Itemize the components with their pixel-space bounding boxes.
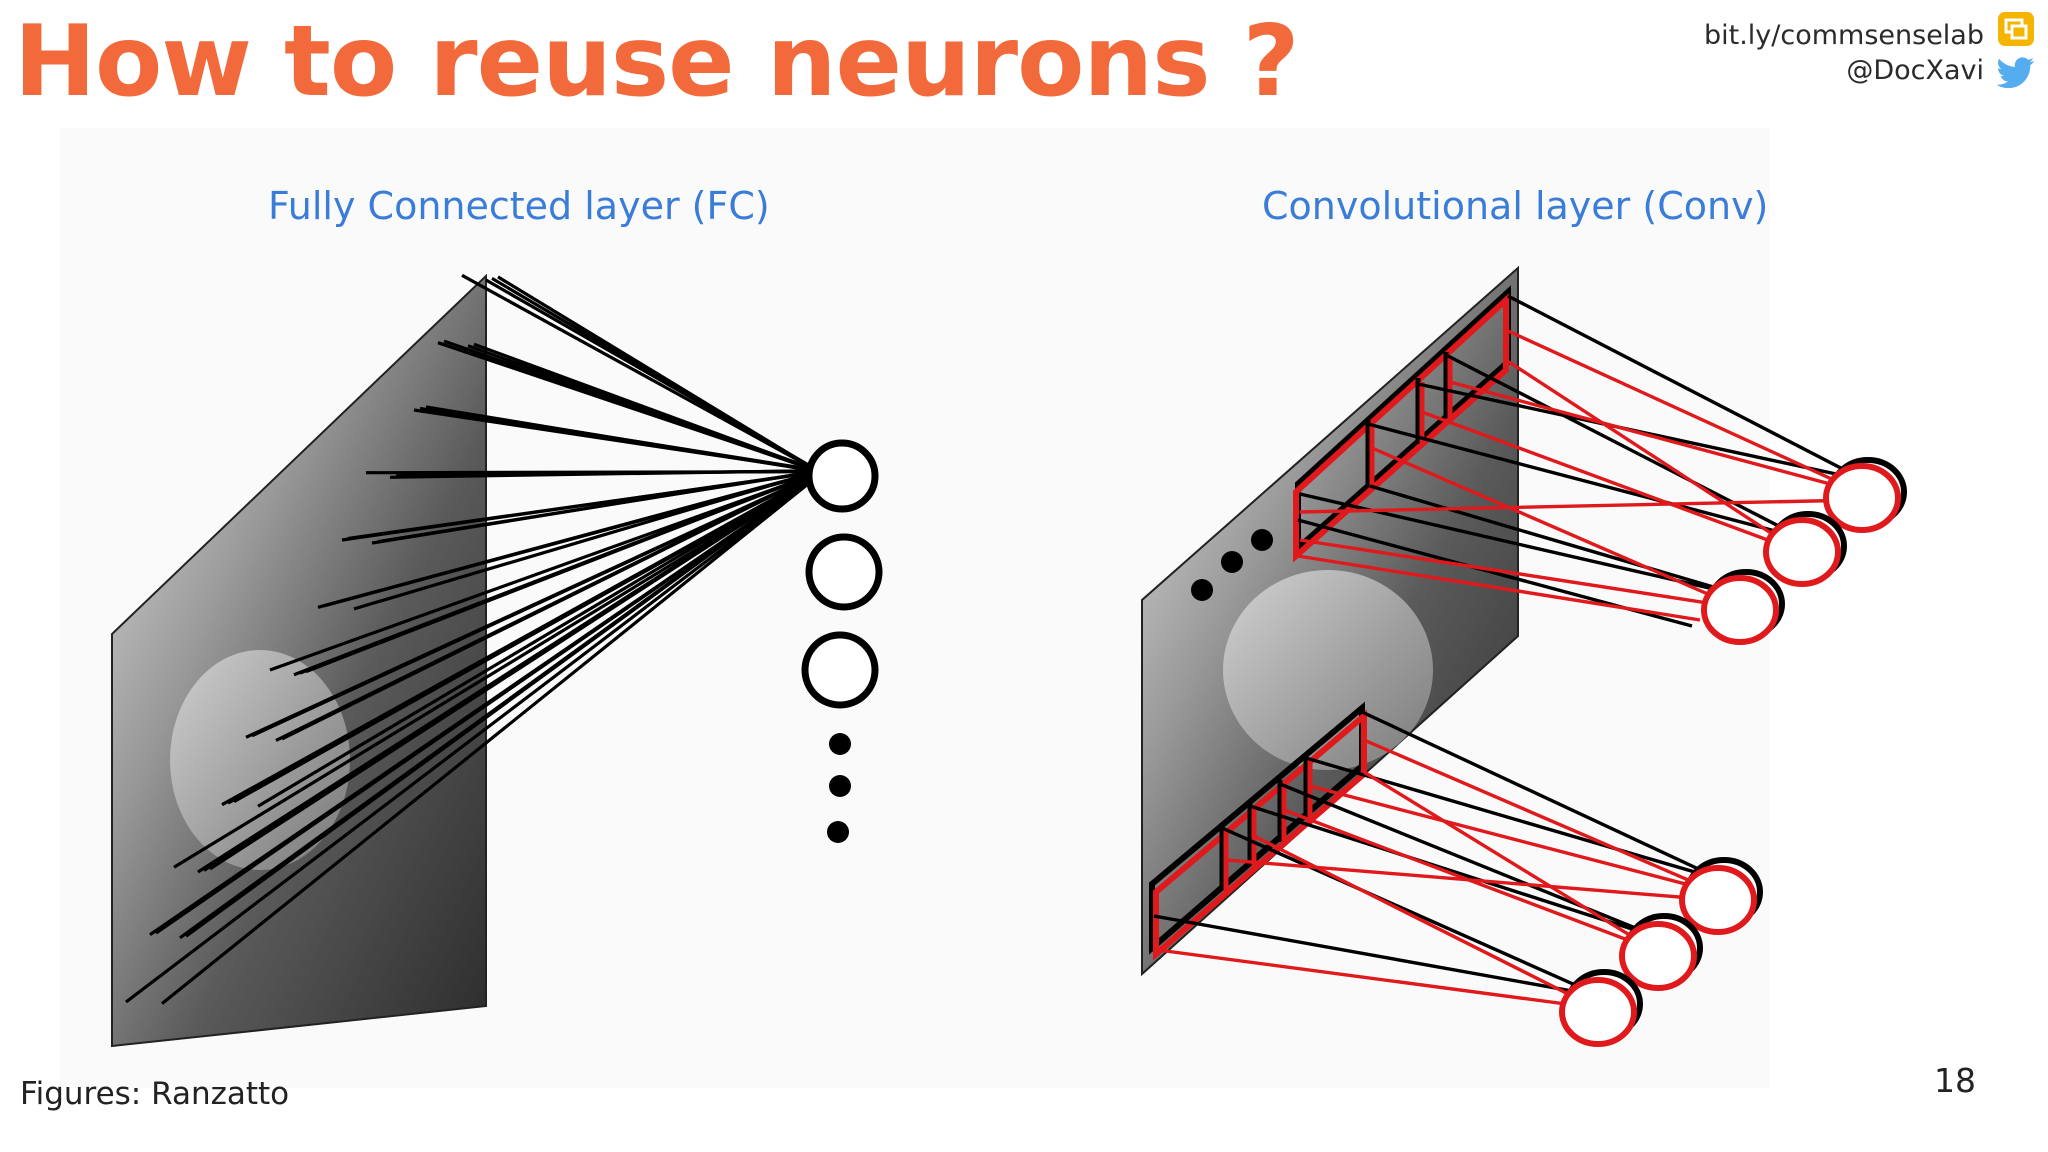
fc-ellipsis-dot-2 bbox=[829, 775, 851, 797]
slide-title: How to reuse neurons ? bbox=[14, 5, 1299, 119]
fc-connection-line bbox=[257, 475, 813, 808]
conv-ellipsis-dot-1 bbox=[1191, 579, 1213, 601]
fc-connection-line bbox=[329, 472, 813, 606]
credit-icons bbox=[1996, 10, 2040, 98]
fc-connections bbox=[125, 273, 814, 1005]
fc-connection-line bbox=[443, 339, 813, 471]
fc-image-face bbox=[170, 650, 350, 870]
fc-neuron-2 bbox=[805, 533, 883, 611]
fc-layer-label: Fully Connected layer (FC) bbox=[268, 184, 770, 228]
fc-connection-line bbox=[365, 470, 813, 475]
fc-figure bbox=[111, 273, 883, 1048]
fc-connection-line bbox=[160, 479, 814, 1005]
fc-connection-line bbox=[305, 473, 813, 674]
fc-connection-line bbox=[251, 475, 813, 738]
conv-lower-neurons bbox=[1559, 857, 1763, 1047]
fc-neuron-3 bbox=[801, 631, 879, 709]
fc-connection-line bbox=[347, 471, 813, 540]
fc-connection-line bbox=[125, 479, 813, 1004]
page-number: 18 bbox=[1934, 1061, 1976, 1100]
fc-connection-line bbox=[185, 478, 813, 938]
conv-upper-neurons bbox=[1701, 457, 1907, 645]
fc-ellipsis-dot-1 bbox=[829, 733, 851, 755]
figure-credit: Figures: Ranzatto bbox=[20, 1076, 290, 1112]
conv-ellipsis-dot-3 bbox=[1251, 529, 1273, 551]
fc-connection-line bbox=[473, 342, 813, 471]
fc-connection-line bbox=[173, 477, 813, 869]
conv-lower-filters bbox=[1149, 701, 1723, 1010]
conv-layer-label: Convolutional layer (Conv) bbox=[1262, 184, 1769, 228]
fc-connection-line bbox=[497, 275, 813, 469]
fc-ellipsis-dot-3 bbox=[827, 821, 849, 843]
twitter-icon[interactable] bbox=[1996, 56, 2036, 90]
fc-connection-line bbox=[461, 273, 813, 470]
fc-connection-line bbox=[209, 477, 813, 871]
fc-connection-line bbox=[281, 474, 813, 741]
handle-text[interactable]: @DocXavi bbox=[1846, 55, 1984, 86]
fc-connection-line bbox=[233, 476, 813, 803]
fc-connection-line bbox=[155, 479, 813, 935]
fc-connection-line bbox=[425, 405, 813, 472]
fc-connection-line bbox=[269, 473, 813, 672]
fc-neuron-1 bbox=[805, 439, 879, 513]
credits: bit.ly/commsenselab @DocXavi bbox=[1704, 18, 1984, 88]
conv-ellipsis-dot-2 bbox=[1221, 551, 1243, 573]
google-slides-icon[interactable] bbox=[1996, 10, 2036, 48]
conv-upper-filters bbox=[1293, 285, 1865, 628]
link-text[interactable]: bit.ly/commsenselab bbox=[1703, 20, 1984, 51]
conv-figure bbox=[1141, 265, 1907, 1047]
